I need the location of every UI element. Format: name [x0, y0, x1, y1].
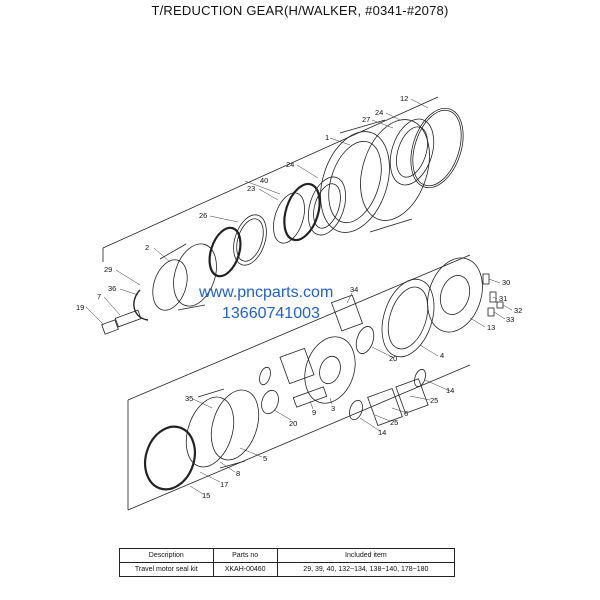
callout-5: 5	[263, 454, 267, 463]
callout-14-b: 14	[378, 428, 386, 437]
part-5-housing	[185, 388, 260, 469]
callout-33: 33	[506, 315, 514, 324]
callout-23: 23	[247, 184, 255, 193]
callout-2: 2	[145, 243, 149, 252]
callout-26: 26	[199, 211, 207, 220]
part-6-gear	[367, 387, 403, 427]
part-12-o-ring	[410, 107, 464, 189]
callout-3: 3	[331, 404, 335, 413]
callout-35: 35	[185, 394, 193, 403]
callout-24-b: 24	[286, 160, 294, 169]
part-20-washer	[355, 326, 375, 354]
callout-7: 7	[97, 292, 101, 301]
callout-19: 19	[76, 303, 84, 312]
cell-parts-no: XKAH-00460	[212, 562, 278, 577]
part-40-ring	[283, 182, 321, 242]
callout-13: 13	[487, 323, 495, 332]
callout-29: 29	[104, 265, 112, 274]
part-15-o-ring	[144, 425, 196, 491]
part-13-ring	[427, 257, 483, 333]
part-14-washer-a	[259, 366, 271, 386]
part-7-shaft	[114, 309, 142, 328]
callout-25-b: 25	[390, 418, 398, 427]
part-36-snap-ring	[133, 289, 149, 321]
part-6-gear-b	[395, 378, 429, 414]
header-included-item: Included item	[276, 548, 456, 563]
seal-kit-table: Description Parts no Included item Trave…	[119, 548, 456, 577]
part-1-housing	[320, 119, 430, 233]
part-19-plug	[101, 319, 119, 335]
callout-4: 4	[440, 351, 444, 360]
part-3-carrier	[279, 336, 356, 408]
floating-seal-ring	[208, 226, 242, 278]
callout-24: 24	[375, 108, 383, 117]
callout-32: 32	[514, 306, 522, 315]
callout-30: 30	[502, 278, 510, 287]
callout-15: 15	[202, 491, 210, 500]
part-14-washer-c	[414, 368, 426, 388]
callout-31: 31	[499, 294, 507, 303]
callout-9: 9	[312, 408, 316, 417]
cell-included-item: 29, 39, 40, 132~134, 138~140, 178~180	[276, 562, 456, 577]
callout-20: 20	[389, 354, 397, 363]
callout-20-b: 20	[289, 419, 297, 428]
watermark-url: www.pncparts.com	[199, 284, 334, 301]
part-4-ring-gear	[381, 278, 435, 358]
callout-14: 14	[446, 386, 454, 395]
part-20-washer-b	[261, 389, 279, 415]
part-30-bolt	[482, 273, 490, 285]
callout-34: 34	[350, 285, 358, 294]
watermark-phone: 13660741003	[222, 305, 320, 322]
callout-1: 1	[325, 133, 329, 142]
diagram-title: T/REDUCTION GEAR(H/WALKER, #0341-#2078)	[151, 3, 449, 18]
callout-8: 8	[236, 469, 240, 478]
callout-17: 17	[220, 480, 228, 489]
header-description: Description	[119, 548, 214, 563]
header-parts-no: Parts no	[212, 548, 278, 563]
part-34-gear	[331, 294, 363, 332]
callout-12: 12	[400, 94, 408, 103]
callout-25: 25	[430, 396, 438, 405]
part-2-hub	[152, 243, 217, 311]
part-26-seal	[233, 214, 267, 266]
callout-6: 6	[404, 409, 408, 418]
callout-36: 36	[108, 284, 116, 293]
part-23-ring	[273, 192, 305, 244]
table-header-row: Description Parts no Included item	[119, 548, 456, 563]
part-33-bolt	[487, 307, 495, 317]
callout-40: 40	[260, 176, 268, 185]
part-24-bearing	[389, 118, 435, 186]
table-row: Travel motor seal kit XKAH-00460 29, 39,…	[119, 562, 456, 577]
part-24-bearing-2	[307, 176, 347, 236]
cell-description: Travel motor seal kit	[119, 562, 214, 577]
callout-27: 27	[362, 115, 370, 124]
part-31-bolt	[489, 291, 497, 303]
